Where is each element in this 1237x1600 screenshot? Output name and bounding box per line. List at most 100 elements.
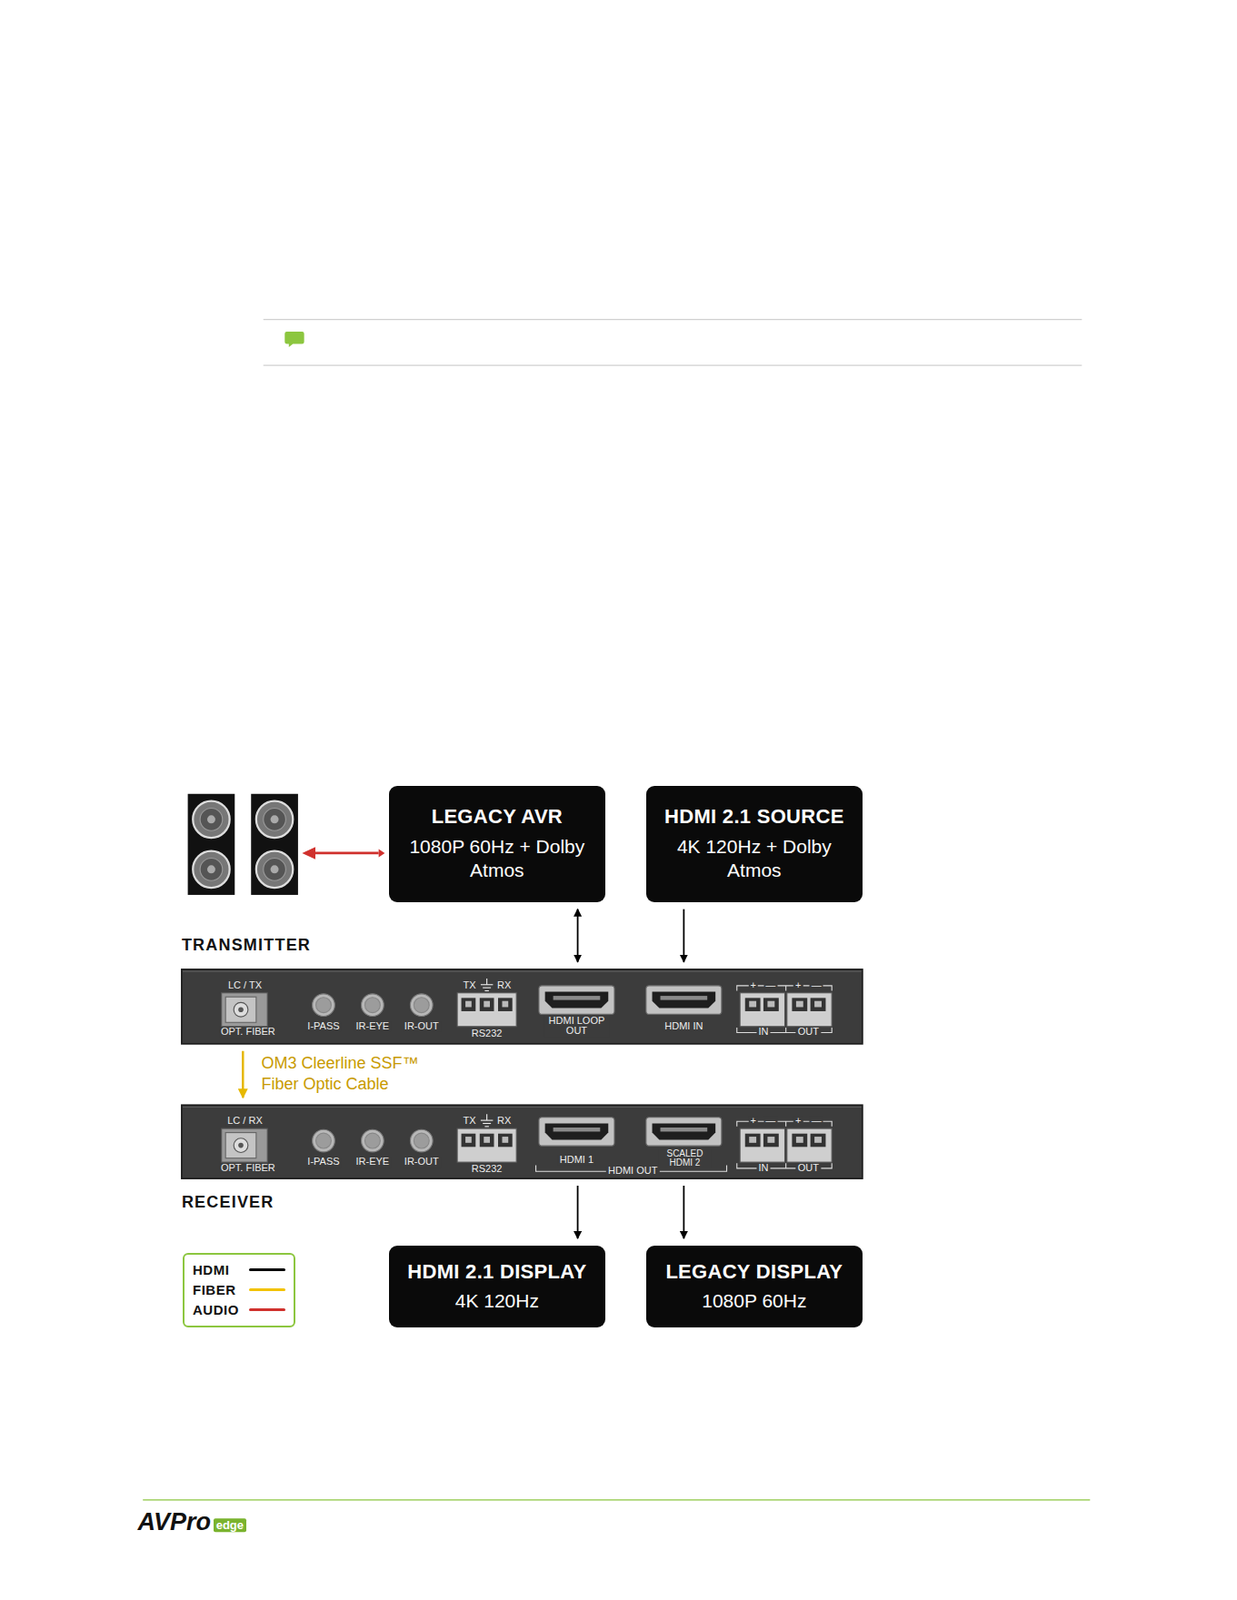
port-label: — — [763, 1116, 778, 1128]
terminal-slot — [483, 1001, 490, 1008]
port-label: IR-EYE — [354, 1157, 392, 1168]
terminal-slot — [745, 1134, 761, 1148]
fiber-port — [221, 1128, 269, 1163]
hdmi-port — [553, 996, 601, 1000]
jack — [364, 1133, 380, 1149]
legend-box: HDMI FIBER AUDIO — [182, 1253, 296, 1328]
port-label: I-PASS — [305, 1157, 341, 1168]
legend-swatch — [249, 1268, 286, 1272]
speaker — [188, 794, 236, 896]
box-content: HDMI 2.1 SOURCE4K 120Hz + Dolby Atmos — [646, 799, 863, 888]
ground-symbol — [480, 1114, 493, 1127]
speaker — [250, 794, 299, 896]
audio-wire — [301, 847, 385, 859]
hdmi-connector — [577, 1186, 579, 1239]
port-label: HDMI 1 — [558, 1155, 596, 1167]
legend-text: FIBER — [192, 1282, 250, 1298]
hdmi-port — [646, 1117, 722, 1147]
terminal-slot — [483, 1137, 490, 1144]
fiber-port — [233, 1138, 249, 1154]
panel-body — [181, 969, 863, 1045]
hdmi-port — [652, 1123, 717, 1140]
port-label: TX — [461, 980, 479, 992]
legend-row: FIBER — [192, 1280, 286, 1301]
hdmi-connector — [577, 909, 579, 963]
terminal-slot — [814, 1001, 822, 1008]
port-label: HDMI OUT — [606, 1166, 659, 1178]
terminal-slot — [767, 1001, 775, 1008]
panel-heading: RECEIVER — [181, 1193, 275, 1213]
jack — [316, 997, 332, 1014]
jack — [409, 994, 433, 1018]
port-label: RX — [495, 980, 513, 992]
port-label: RS232 — [469, 1164, 505, 1176]
terminal-block — [457, 1128, 517, 1163]
port-label: IN — [756, 1163, 770, 1175]
terminal-slot — [498, 997, 513, 1012]
fiber-connector — [241, 1051, 245, 1098]
box-content: HDMI 2.1 DISPLAY4K 120Hz — [389, 1255, 606, 1320]
legend-swatch — [249, 1288, 286, 1292]
port-label: OUT — [796, 1163, 821, 1175]
bracket — [536, 1121, 833, 1172]
jack — [312, 994, 336, 1018]
connector-label: OM3 Cleerline SSF™ Fiber Optic Cable — [260, 1053, 439, 1097]
hdmi-port — [660, 996, 709, 1000]
port-label: + — [748, 980, 759, 992]
footer-rule — [142, 1499, 1090, 1501]
panel-art — [181, 969, 863, 1179]
terminal-block — [739, 1128, 785, 1163]
port-label: + — [748, 1116, 759, 1128]
jack — [364, 997, 380, 1014]
terminal-slot — [763, 997, 779, 1012]
fiber-port — [233, 1002, 249, 1018]
port-label: IN — [756, 1027, 770, 1039]
jack — [409, 1129, 433, 1153]
terminal-slot — [465, 1137, 472, 1144]
port-label: HDMI IN — [662, 1021, 705, 1033]
bracket — [737, 986, 832, 1034]
port-label: + — [793, 980, 803, 992]
box-subtitle: 4K 120Hz — [399, 1289, 595, 1314]
fiber-port — [225, 997, 257, 1023]
hdmi-port — [538, 1117, 615, 1147]
jack — [361, 1129, 385, 1153]
logo-text: AVPro — [138, 1509, 212, 1536]
jack — [316, 1133, 332, 1149]
legend-row: AUDIO — [192, 1300, 286, 1321]
panel-heading: TRANSMITTER — [181, 936, 311, 956]
fiber-port — [238, 1143, 244, 1149]
terminal-slot — [479, 997, 495, 1012]
hdmi-port — [652, 992, 717, 1009]
port-label: RX — [495, 1116, 513, 1128]
fiber-port — [238, 1007, 244, 1013]
terminal-slot — [748, 1137, 757, 1144]
hdmi-port — [538, 986, 615, 1015]
terminal-slot — [791, 997, 808, 1012]
port-label: IR-EYE — [354, 1021, 392, 1033]
legend-text: AUDIO — [192, 1302, 250, 1318]
hdmi-port — [553, 1127, 601, 1132]
fiber-port — [225, 1133, 257, 1159]
port-label: OPT. FIBER — [219, 1163, 278, 1175]
legend-swatch — [249, 1308, 286, 1312]
jack — [312, 1129, 336, 1153]
port-label: HDMI LOOP OUT — [544, 1016, 609, 1038]
hdmi-port — [646, 986, 722, 1015]
terminal-block — [739, 993, 785, 1028]
jack — [413, 1133, 429, 1149]
port-label: SCALED HDMI 2 — [658, 1148, 712, 1168]
hdmi-connector — [682, 1186, 685, 1239]
box-title: LEGACY DISPLAY — [657, 1260, 852, 1285]
device-box: HDMI 2.1 SOURCE4K 120Hz + Dolby Atmos — [646, 786, 863, 903]
legend-text: HDMI — [192, 1262, 250, 1278]
port-label: — — [763, 980, 778, 992]
port-label: OPT. FIBER — [219, 1027, 278, 1039]
port-label: OUT — [796, 1027, 821, 1039]
terminal-slot — [461, 997, 477, 1012]
terminal-block — [787, 993, 832, 1028]
port-label: IR-OUT — [402, 1021, 441, 1033]
terminal-slot — [501, 1001, 509, 1008]
